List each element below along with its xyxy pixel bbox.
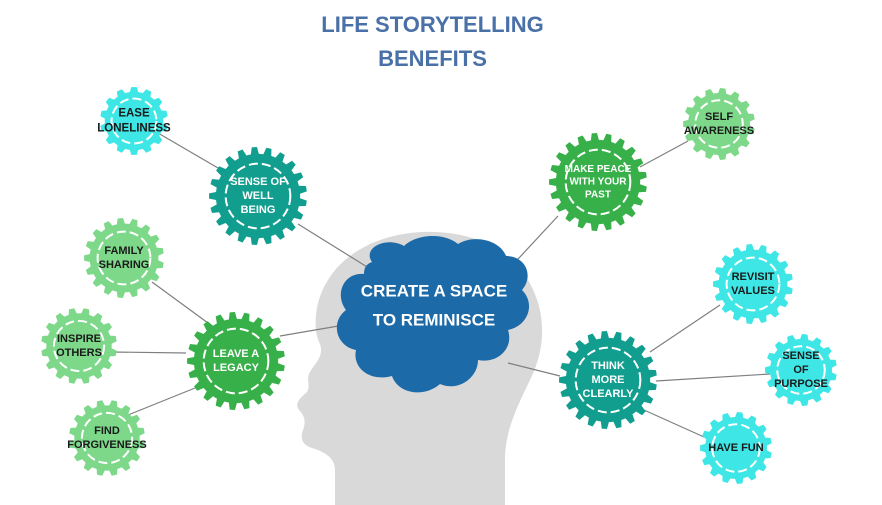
gear-inspire-others: INSPIRE OTHERS [41,308,117,384]
gear-body [683,88,755,160]
connector-sense-of-well-being [297,223,373,271]
gear-revisit-values: REVISIT VALUES [713,244,793,324]
gear-sense-of-well-being: SENSE OF WELL BEING [209,147,307,245]
connector-sense-of-purpose [655,373,771,382]
gear-label-line: SENSE OF [230,176,286,188]
gear-body [69,400,145,476]
gear-label-line: FORGIVENESS [67,439,146,451]
gear-label-line: INSPIRE [57,333,101,345]
gear-dashed-ring [711,423,761,473]
gear-label-line: OTHERS [56,347,102,359]
gear-body [559,331,657,429]
gear-label-line: LEGACY [213,362,260,374]
gear-self-awareness: SELF AWARENESS [683,88,755,160]
gear-label-line: BEING [241,204,276,216]
connector-ease-loneliness [157,132,219,169]
gear-label-line: VALUES [731,285,775,297]
title-line-2: BENEFITS [378,46,487,71]
center-label-line-1: CREATE A SPACE [361,281,507,300]
connector-have-fun [643,409,705,438]
gear-body [765,334,837,406]
gear-label-line: MORE [592,374,625,386]
gear-label-line: LEAVE A [213,348,260,360]
gear-dashed-ring [776,345,826,395]
gear-label-line: EASE [118,108,150,120]
gear-dashed-ring [52,319,106,373]
gear-label-line: PAST [585,189,611,200]
gear-label-line: SELF [705,111,733,123]
gear-dashed-ring [694,99,744,149]
connector-family-sharing [151,281,209,324]
center-label-line-2: TO REMINISCE [373,310,495,329]
gear-find-forgiveness: FIND FORGIVENESS [67,400,147,476]
gear-body [700,412,772,484]
gear-have-fun: HAVE FUN [700,412,772,484]
gear-family-sharing: FAMILY SHARING [84,218,164,298]
gear-body [100,87,168,155]
gear-label-line: HAVE FUN [708,442,763,454]
connector-think-more-clearly [507,362,561,377]
gear-label-line: FAMILY [104,245,144,257]
gear-label-line: PURPOSE [774,378,828,390]
gear-body [549,133,647,231]
gear-dashed-ring [202,327,270,395]
connector-find-forgiveness [127,385,201,416]
gear-body [209,147,307,245]
gear-label-line: WELL [242,190,273,202]
gear-body [41,308,117,384]
gear-dashed-ring [574,346,642,414]
connector-revisit-values [649,304,721,353]
gear-dashed-ring [110,97,158,145]
gear-leave-a-legacy: LEAVE A LEGACY [187,312,285,410]
gear-dashed-ring [224,162,292,230]
gear-label-line: FIND [94,425,120,437]
gear-label-line: CLEARLY [583,388,635,400]
gear-label-line: WITH YOUR [569,177,627,188]
connector-inspire-others [111,351,187,354]
gear-body [187,312,285,410]
diagram-title: LIFE STORYTELLING BENEFITS [0,8,865,76]
gear-think-more-clearly: THINK MORE CLEARLY [559,331,657,429]
gear-body [713,244,793,324]
gear-body [84,218,164,298]
title-line-1: LIFE STORYTELLING [321,12,544,37]
brain-cloud [336,235,530,393]
gear-dashed-ring [96,230,152,286]
gear-dashed-ring [725,256,781,312]
gear-label-line: SENSE [782,350,819,362]
connector-self-awareness [639,140,689,168]
gear-label-line: AWARENESS [684,125,754,137]
gear-label-line: REVISIT [732,271,775,283]
gear-ease-loneliness: EASE LONELINESS [97,87,171,155]
gear-label-line: SHARING [99,259,150,271]
gear-label-line: OF [793,364,809,376]
gear-dashed-ring [564,148,632,216]
gear-label-line: LONELINESS [97,122,171,134]
gear-label-line: MAKE PEACE [565,164,632,175]
gear-label-line: THINK [591,360,625,372]
gear-sense-of-purpose: SENSE OF PURPOSE [765,334,837,406]
gear-dashed-ring [80,411,134,465]
